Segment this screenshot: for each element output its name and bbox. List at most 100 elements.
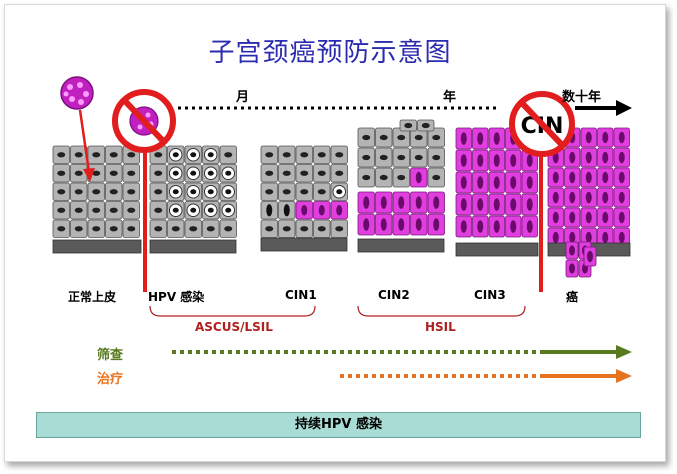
cell-nucleus bbox=[283, 204, 290, 217]
no-cin-sign-icon: CIN bbox=[509, 91, 575, 157]
infection-arrow bbox=[78, 109, 91, 173]
cell-nucleus bbox=[602, 191, 609, 204]
cell-nucleus bbox=[154, 207, 163, 213]
timeline-arrow bbox=[178, 100, 632, 116]
basement-membrane bbox=[357, 238, 445, 253]
diagram-title: 子宫颈癌预防示意图 bbox=[208, 38, 452, 68]
cell-nucleus bbox=[74, 170, 83, 176]
cell-nucleus bbox=[282, 189, 291, 195]
cell-nucleus bbox=[380, 196, 387, 209]
cell-nucleus bbox=[109, 189, 118, 195]
basement-membrane bbox=[455, 242, 539, 257]
cell-nucleus bbox=[379, 134, 388, 141]
cell-nucleus bbox=[74, 207, 83, 213]
cell-nucleus bbox=[109, 207, 118, 213]
treatment-label: 治疗 bbox=[97, 372, 124, 387]
cell-nucleus bbox=[335, 170, 344, 176]
cell-nucleus bbox=[493, 176, 500, 189]
cell-nucleus bbox=[92, 189, 101, 195]
cell-nucleus bbox=[265, 152, 274, 158]
cell-nucleus bbox=[526, 154, 533, 167]
stage-hpv-label: HPV 感染 bbox=[148, 290, 205, 304]
cell-nucleus bbox=[92, 207, 101, 213]
cell-nucleus bbox=[460, 154, 467, 167]
cell-nucleus bbox=[172, 152, 179, 158]
cell-nucleus bbox=[265, 170, 274, 176]
cell-nucleus bbox=[317, 189, 326, 195]
cell-nucleus bbox=[190, 207, 197, 213]
cell-nucleus bbox=[92, 152, 101, 158]
cell-nucleus bbox=[477, 132, 484, 145]
timeline-year-label: 年 bbox=[443, 90, 457, 105]
ascus-bracket bbox=[149, 305, 316, 317]
cell-nucleus bbox=[414, 134, 423, 141]
stage-cancer-label: 癌 bbox=[566, 290, 579, 304]
cell-nucleus bbox=[57, 152, 66, 158]
cell-nucleus bbox=[190, 170, 197, 176]
persistent-hpv-banner: 持续HPV 感染 bbox=[36, 412, 641, 438]
cell-nucleus bbox=[362, 174, 371, 181]
cell-nucleus bbox=[602, 131, 609, 144]
cell-nucleus bbox=[171, 226, 180, 232]
cell-nucleus bbox=[569, 151, 576, 164]
cell-nucleus bbox=[397, 174, 406, 181]
cell-nucleus bbox=[189, 226, 198, 232]
cell-nucleus bbox=[433, 196, 440, 209]
stage-cin1-label: CIN1 bbox=[285, 288, 317, 302]
cell-nucleus bbox=[585, 131, 592, 144]
cell-nucleus bbox=[207, 170, 214, 176]
cell-nucleus bbox=[398, 196, 405, 209]
cell-nucleus bbox=[206, 226, 215, 232]
cell-nucleus bbox=[602, 211, 609, 224]
cell-nucleus bbox=[127, 207, 136, 213]
no-virus-sign-icon bbox=[112, 89, 176, 153]
cell-nucleus bbox=[398, 218, 405, 231]
cell-nucleus bbox=[585, 231, 592, 244]
cell-nucleus bbox=[618, 171, 625, 184]
cell-nucleus bbox=[109, 170, 118, 176]
screening-label: 筛查 bbox=[97, 348, 124, 363]
cell-nucleus bbox=[57, 226, 66, 232]
cell-nucleus bbox=[92, 226, 101, 232]
cell-nucleus bbox=[127, 152, 136, 158]
cell-nucleus bbox=[190, 152, 197, 158]
cell-nucleus bbox=[569, 263, 575, 274]
cell-nucleus bbox=[526, 198, 533, 211]
cell-nucleus bbox=[317, 152, 326, 158]
cell-nucleus bbox=[207, 189, 214, 195]
cell-nucleus bbox=[109, 226, 118, 232]
cell-nucleus bbox=[433, 218, 440, 231]
cell-nucleus bbox=[552, 151, 559, 164]
cell-nucleus bbox=[207, 207, 214, 213]
cell-nucleus bbox=[415, 196, 422, 209]
basement-membrane bbox=[260, 237, 348, 252]
cell-nucleus bbox=[460, 132, 467, 145]
cell-nucleus bbox=[460, 198, 467, 211]
cell-nucleus bbox=[585, 171, 592, 184]
cell-nucleus bbox=[224, 226, 233, 232]
timeline-decades-label: 数十年 bbox=[562, 90, 602, 105]
cell-nucleus bbox=[362, 134, 371, 141]
cell-nucleus bbox=[172, 189, 179, 195]
cell-nucleus bbox=[127, 189, 136, 195]
cell-nucleus bbox=[207, 152, 214, 158]
cell-nucleus bbox=[552, 211, 559, 224]
cell-nucleus bbox=[432, 134, 441, 141]
hpv-virus-icon bbox=[60, 76, 94, 110]
cell-nucleus bbox=[379, 154, 388, 161]
cell-nucleus bbox=[618, 191, 625, 204]
cell-nucleus bbox=[510, 220, 517, 233]
cell-nucleus bbox=[154, 152, 163, 158]
treatment-arrow bbox=[340, 369, 632, 383]
cell-nucleus bbox=[154, 170, 163, 176]
basement-membrane bbox=[149, 239, 237, 254]
cell-nucleus bbox=[602, 231, 609, 244]
cell-nucleus bbox=[57, 207, 66, 213]
cell-nucleus bbox=[552, 171, 559, 184]
cell-nucleus bbox=[300, 170, 309, 176]
cell-nucleus bbox=[92, 170, 101, 176]
cell-nucleus bbox=[510, 176, 517, 189]
hsil-bracket bbox=[357, 305, 526, 317]
cell-nucleus bbox=[225, 170, 232, 176]
group-ascus-label: ASCUS/LSIL bbox=[195, 320, 273, 334]
